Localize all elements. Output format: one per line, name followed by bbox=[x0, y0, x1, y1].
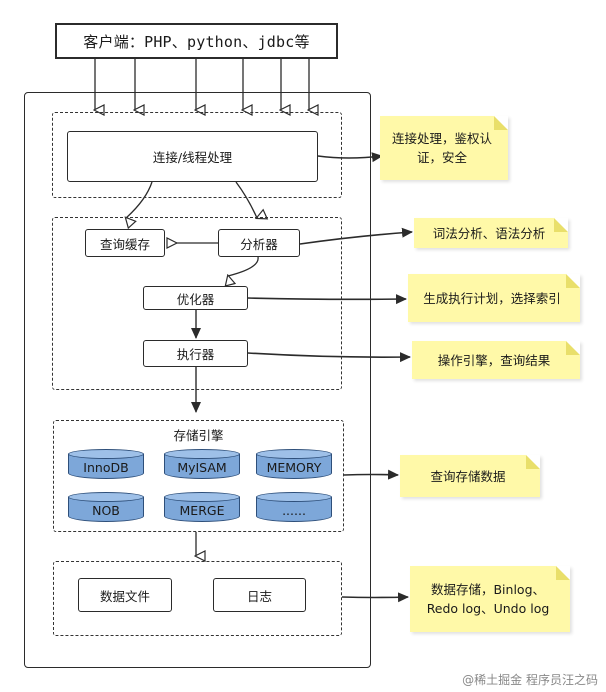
note-connection-text: 连接处理，鉴权认证，安全 bbox=[391, 131, 492, 165]
file-layer-group bbox=[53, 561, 342, 636]
optimizer-box: 优化器 bbox=[143, 286, 248, 310]
note-optimizer-text: 生成执行计划，选择索引 bbox=[423, 290, 561, 306]
engine-cylinder: NOB bbox=[68, 492, 144, 522]
engine-label: MyISAM bbox=[177, 460, 227, 475]
engine-cylinder: ...... bbox=[256, 492, 332, 522]
files-note-arrow bbox=[341, 592, 409, 603]
executor-note-arrow bbox=[247, 352, 411, 363]
executor-box: 执行器 bbox=[143, 340, 248, 367]
note-parser-text: 词法分析、语法分析 bbox=[432, 225, 546, 241]
engine-cylinder: InnoDB bbox=[68, 449, 144, 479]
log-box: 日志 bbox=[213, 578, 306, 612]
data-file-box: 数据文件 bbox=[78, 578, 172, 612]
parser-box: 分析器 bbox=[218, 229, 300, 257]
client-box: 客户端：PHP、python、jdbc等 bbox=[55, 23, 338, 59]
engine-cylinder: MERGE bbox=[164, 492, 240, 522]
connection-layer-group bbox=[52, 112, 342, 198]
connection-note-arrow bbox=[317, 152, 383, 163]
query-cache-box: 查询缓存 bbox=[85, 229, 165, 257]
engine-cylinder: MEMORY bbox=[256, 449, 332, 479]
storage-engine-title: 存储引擎 bbox=[173, 428, 224, 443]
mysql-server-container bbox=[24, 92, 371, 668]
client-arrows bbox=[95, 58, 309, 110]
note-files-text: 数据存储，Binlog、Redo log、Undo log bbox=[426, 582, 550, 616]
note-files: 数据存储，Binlog、Redo log、Undo log bbox=[410, 566, 570, 632]
note-storage-text: 查询存储数据 bbox=[430, 468, 506, 484]
connection-handler-box: 连接/线程处理 bbox=[67, 131, 318, 182]
note-parser: 词法分析、语法分析 bbox=[414, 218, 568, 248]
note-executor: 操作引擎，查询结果 bbox=[412, 341, 580, 379]
engine-label: InnoDB bbox=[83, 460, 129, 475]
parser-note-arrow bbox=[299, 227, 413, 245]
connection-to-parser-arrow bbox=[235, 181, 257, 218]
note-optimizer: 生成执行计划，选择索引 bbox=[408, 274, 580, 322]
note-storage: 查询存储数据 bbox=[400, 455, 540, 497]
engine-label: MERGE bbox=[179, 503, 225, 518]
service-layer-group bbox=[52, 217, 342, 390]
engine-cylinder: MyISAM bbox=[164, 449, 240, 479]
storage-engine-group bbox=[53, 420, 344, 532]
watermark: @稀土掘金 程序员汪之码 bbox=[462, 673, 598, 687]
optimizer-note-arrow bbox=[247, 294, 407, 305]
engine-label: NOB bbox=[92, 503, 120, 518]
connection-to-cache-arrow bbox=[126, 181, 153, 218]
engine-label: ...... bbox=[282, 503, 306, 518]
note-executor-text: 操作引擎，查询结果 bbox=[437, 352, 551, 368]
parser-to-optimizer-arrow bbox=[228, 256, 259, 276]
engine-label: MEMORY bbox=[266, 460, 322, 475]
note-connection: 连接处理，鉴权认证，安全 bbox=[380, 116, 508, 180]
